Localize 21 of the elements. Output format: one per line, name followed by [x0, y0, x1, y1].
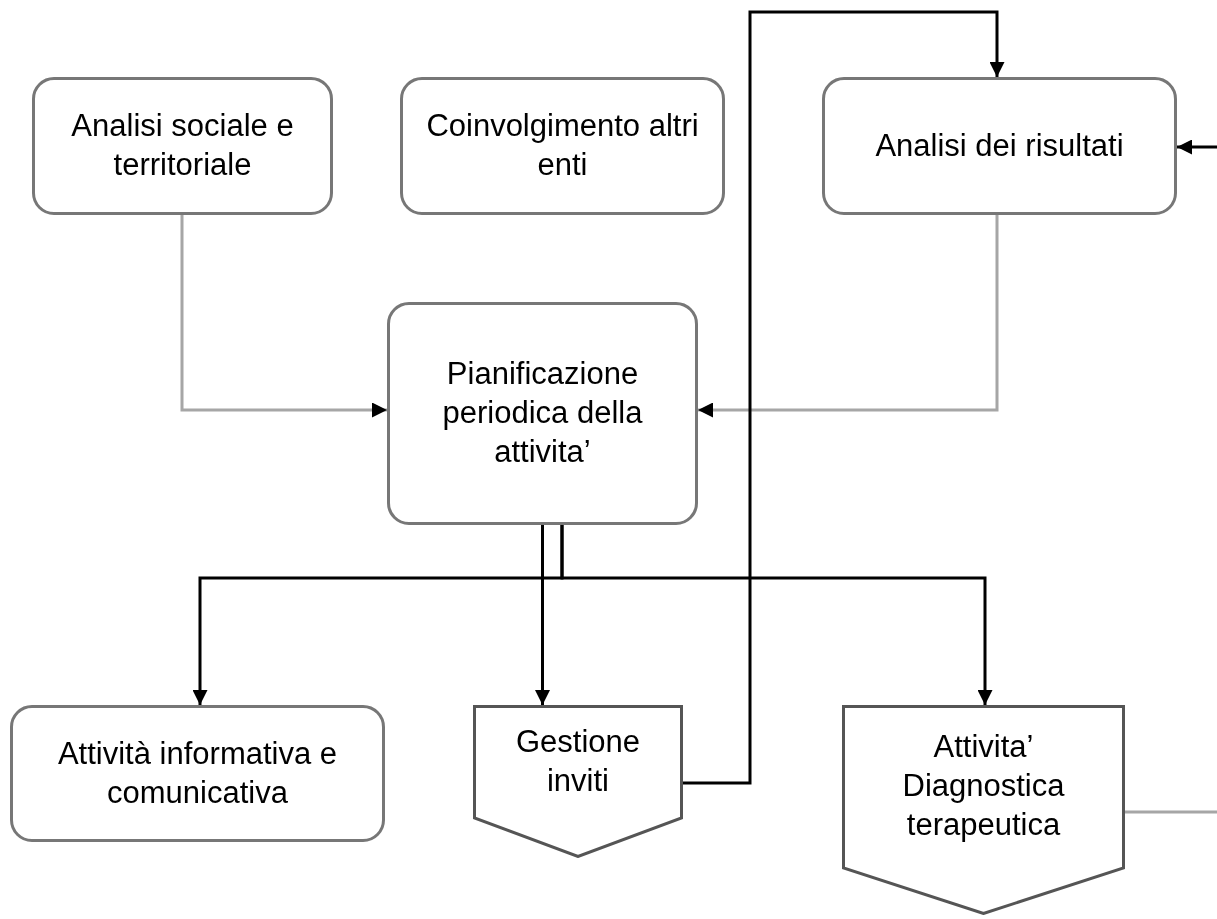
- node-label: Analisi dei risultati: [874, 126, 1125, 165]
- process-box: [32, 77, 333, 215]
- arrow: [683, 10, 1005, 785]
- arrow: [1177, 139, 1217, 155]
- process-box: [10, 705, 385, 842]
- node-label: Attivita’ Diagnostica terapeutica: [901, 728, 1066, 844]
- node-label: Analisi sociale e territoriale: [70, 107, 295, 184]
- process-box: [400, 77, 725, 215]
- pentagon-node: [842, 705, 1125, 915]
- process-box: [822, 77, 1177, 215]
- process-box: [387, 302, 698, 525]
- node-label: Gestione inviti: [514, 722, 642, 800]
- arrow: [180, 215, 387, 418]
- arrow: [535, 525, 550, 705]
- arrow: [560, 525, 993, 705]
- connector-line: [1125, 810, 1217, 814]
- node-label: Attività informativa e comunicativa: [56, 734, 339, 812]
- arrow: [698, 215, 999, 418]
- pentagon-node: [473, 705, 683, 858]
- node-label: Coinvolgimento altri enti: [425, 107, 700, 184]
- node-label: Pianificazione periodica della attivita’: [441, 355, 644, 471]
